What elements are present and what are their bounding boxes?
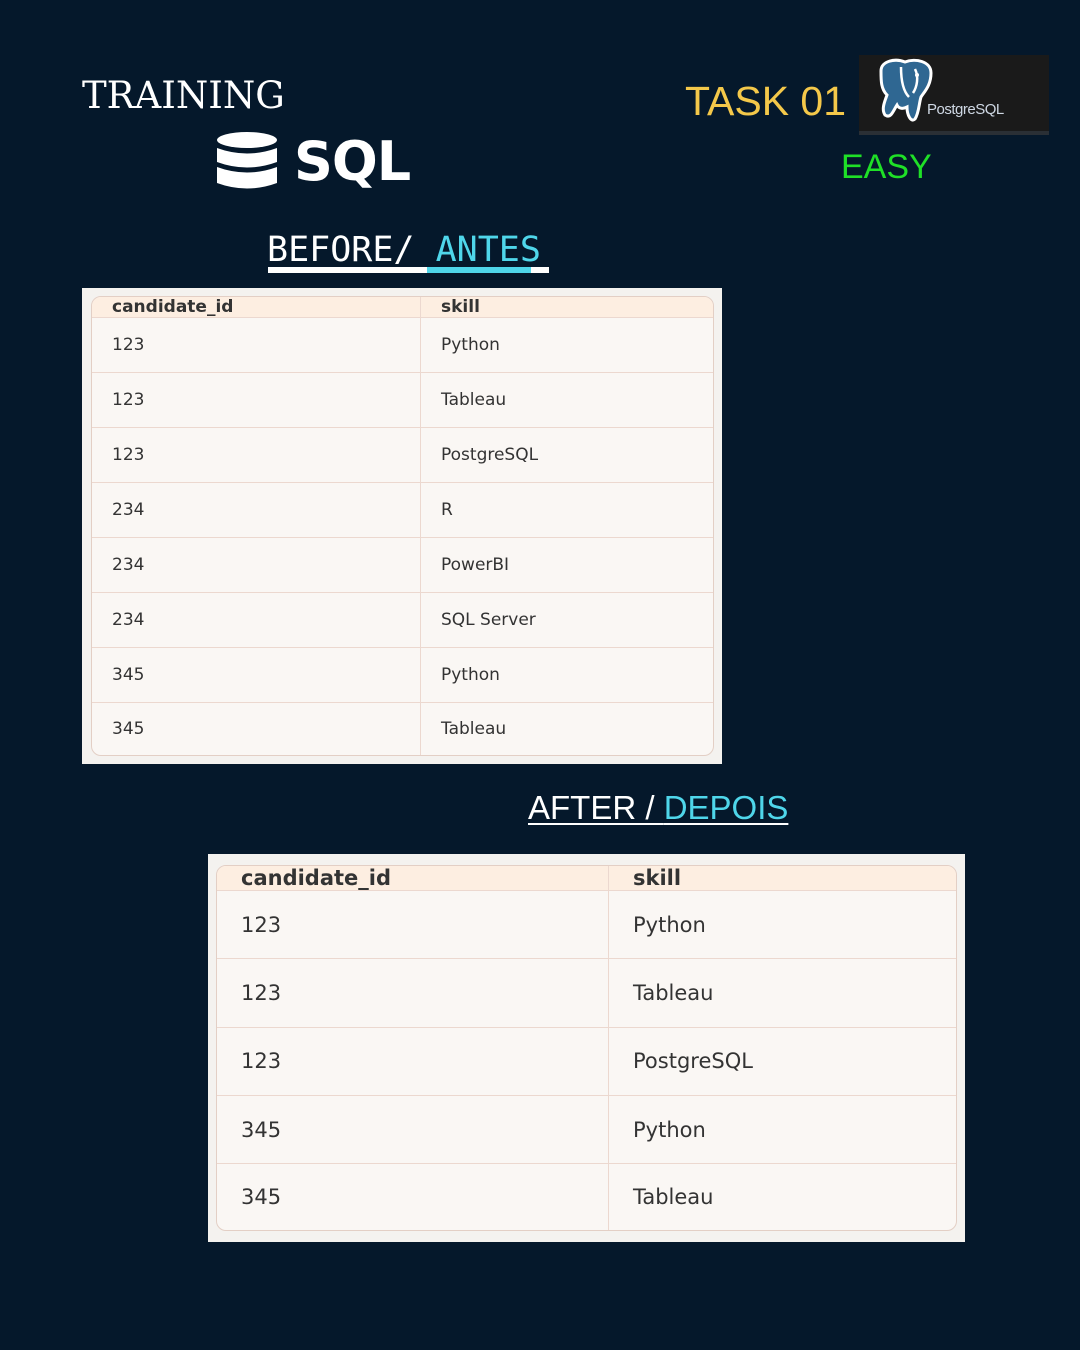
cell-skill: Tableau bbox=[421, 373, 713, 428]
cell-skill: PowerBI bbox=[421, 538, 713, 593]
cell-skill: SQL Server bbox=[421, 593, 713, 648]
cell-skill: PostgreSQL bbox=[609, 1028, 956, 1097]
table-row: 345 Tableau bbox=[92, 702, 713, 755]
postgresql-logo: PostgreSQL bbox=[859, 55, 1049, 135]
column-header-candidate-id: candidate_id bbox=[92, 297, 421, 318]
column-header-candidate-id: candidate_id bbox=[217, 866, 609, 891]
cell-candidate-id: 123 bbox=[217, 891, 609, 960]
cell-candidate-id: 234 bbox=[92, 482, 421, 538]
cell-skill: Python bbox=[421, 648, 713, 703]
table-header-row: candidate_id skill bbox=[217, 866, 956, 891]
cell-candidate-id: 345 bbox=[92, 647, 421, 703]
cell-skill: R bbox=[421, 483, 713, 538]
sql-logo-text: SQL bbox=[294, 130, 411, 193]
before-heading-main: BEFORE/ bbox=[267, 230, 436, 270]
difficulty-label: EASY bbox=[841, 148, 932, 186]
cell-skill: Tableau bbox=[609, 959, 956, 1028]
cell-candidate-id: 123 bbox=[92, 318, 421, 373]
cell-candidate-id: 345 bbox=[92, 702, 421, 755]
cell-skill: Tableau bbox=[633, 1185, 714, 1210]
cell-candidate-id: 345 bbox=[217, 1096, 609, 1165]
cell-candidate-id: 234 bbox=[92, 592, 421, 648]
table-row: 345 Tableau bbox=[217, 1164, 956, 1230]
cell-candidate-id: 123 bbox=[217, 959, 609, 1028]
column-header-skill: skill bbox=[421, 297, 713, 318]
table-header-row: candidate_id skill bbox=[92, 297, 713, 318]
cell-candidate-id: 234 bbox=[92, 537, 421, 593]
cell-candidate-id: 345 bbox=[217, 1164, 609, 1230]
cell-skill: Python bbox=[609, 891, 956, 960]
postgresql-logo-text: PostgreSQL bbox=[927, 101, 1004, 118]
cell-candidate-id: 123 bbox=[217, 1027, 609, 1097]
database-icon bbox=[216, 131, 278, 193]
cell-candidate-id: 123 bbox=[92, 372, 421, 428]
after-heading: AFTER / DEPOIS bbox=[528, 789, 788, 827]
training-label: TRAINING bbox=[82, 74, 285, 117]
after-heading-accent: DEPOIS bbox=[663, 789, 789, 826]
after-heading-main: AFTER / bbox=[528, 789, 664, 826]
before-heading-accent: ANTES bbox=[435, 230, 541, 270]
before-underline bbox=[268, 267, 549, 273]
cell-skill: Tableau bbox=[441, 718, 507, 739]
task-label: TASK 01 bbox=[685, 78, 847, 124]
cell-skill: PostgreSQL bbox=[421, 428, 713, 483]
sql-logo: SQL bbox=[216, 130, 411, 193]
cell-candidate-id: 123 bbox=[92, 427, 421, 483]
before-underline-accent bbox=[427, 267, 531, 273]
cell-skill: Python bbox=[609, 1096, 956, 1165]
column-header-skill: skill bbox=[609, 866, 956, 891]
cell-skill: Python bbox=[421, 318, 713, 373]
before-heading: BEFORE/ ANTES bbox=[267, 230, 541, 270]
